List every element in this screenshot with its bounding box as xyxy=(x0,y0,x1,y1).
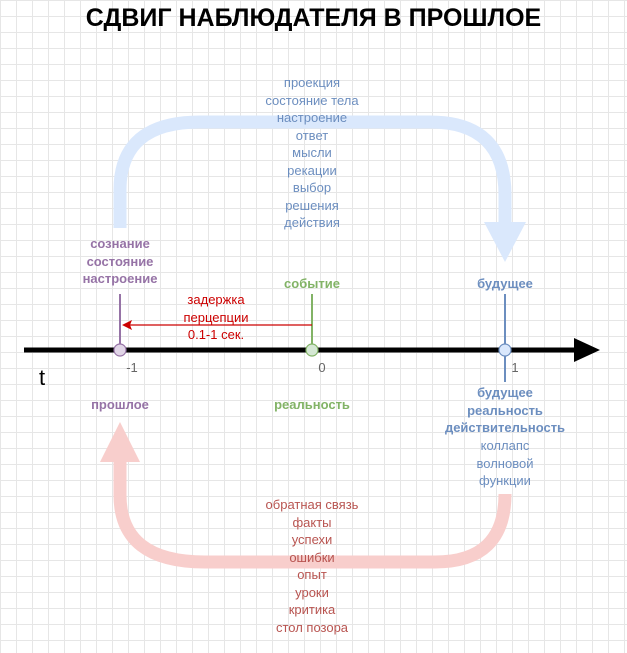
forward-arc-item: ответ xyxy=(295,127,329,143)
feedback-arc-item: критика xyxy=(288,602,336,617)
feedback-arc-item: обратная связь xyxy=(265,497,359,512)
event-label: событие xyxy=(284,276,340,291)
past-top-line: сознание xyxy=(90,236,150,251)
feedback-arrowhead xyxy=(100,422,140,462)
past-top-line: состояние xyxy=(86,253,154,269)
axis-label: t xyxy=(38,365,46,390)
tick-future: 1 xyxy=(511,360,519,375)
future-top-label: будущее xyxy=(477,276,533,291)
future-bottom-line: действительность xyxy=(444,420,566,435)
forward-arc-item: действия xyxy=(284,215,340,230)
forward-arc-item: решения xyxy=(285,197,339,213)
delay-line: 0.1-1 сек. xyxy=(187,327,245,342)
wave-collapse-line: функции xyxy=(479,473,531,488)
feedback-arc xyxy=(113,458,512,569)
feedback-arc-item: ошибки xyxy=(289,549,335,565)
wave-collapse-line: коллапс xyxy=(480,438,530,453)
point-past xyxy=(113,343,127,357)
delay-line: задержка xyxy=(187,292,245,307)
forward-arc-item: настроение xyxy=(276,110,348,125)
future-bottom-label: будущее реальность действительность xyxy=(425,384,585,437)
delay-arrowhead xyxy=(122,320,132,330)
point-event xyxy=(305,343,319,357)
future-bottom-line: будущее xyxy=(477,385,533,400)
past-top-label: сознание состояние настроение xyxy=(60,235,180,288)
tick-past: -1 xyxy=(126,360,138,375)
forward-arc-item: состояние тела xyxy=(265,92,359,108)
forward-projection-arc xyxy=(113,115,512,228)
future-bottom-line: реальность xyxy=(467,402,543,418)
forward-arc-list: проекция состояние тела настроение ответ… xyxy=(232,74,392,232)
forward-arc-item: мысли xyxy=(292,145,332,160)
wave-collapse-line: волновой xyxy=(476,455,534,471)
forward-arc-item: выбор xyxy=(292,180,332,195)
feedback-arc-item: факты xyxy=(292,514,332,530)
delay-label: задержка перцепции 0.1-1 сек. xyxy=(156,291,276,344)
forward-arc-item: рекации xyxy=(287,162,337,178)
feedback-arc-list: обратная связь факты успехи ошибки опыт … xyxy=(232,496,392,636)
feedback-arc-item: уроки xyxy=(295,584,329,600)
wave-collapse-label: коллапс волновой функции xyxy=(445,437,565,490)
feedback-arc-item: успехи xyxy=(291,532,333,547)
past-label: прошлое xyxy=(91,397,149,412)
feedback-arc-item: стол позора xyxy=(275,619,349,635)
feedback-arc-item: опыт xyxy=(297,567,327,582)
tick-event: 0 xyxy=(318,360,326,375)
reality-label: реальность xyxy=(274,397,350,412)
forward-arc-item: проекция xyxy=(283,75,341,90)
point-future xyxy=(498,343,512,357)
time-axis-arrowhead xyxy=(574,338,600,362)
forward-projection-arrowhead xyxy=(484,222,526,262)
delay-line: перцепции xyxy=(183,309,249,325)
past-top-line: настроение xyxy=(82,271,158,286)
page-title: СДВИГ НАБЛЮДАТЕЛЯ В ПРОШЛОЕ xyxy=(85,4,542,32)
